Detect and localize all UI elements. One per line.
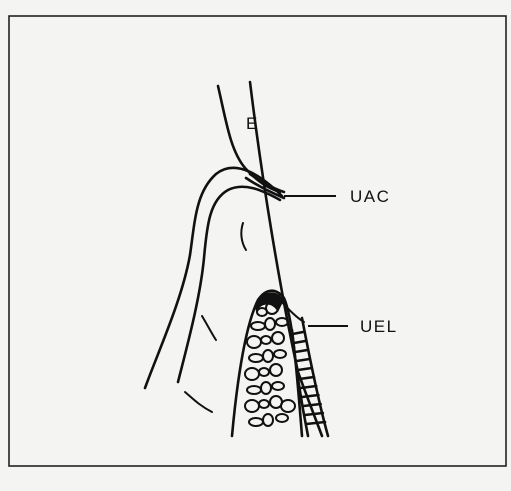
bone-cell — [281, 400, 295, 412]
ligament-fibre — [306, 422, 325, 424]
ligament-fibre — [302, 395, 318, 397]
tooth-surface-right — [250, 82, 322, 436]
ligament-fibre — [294, 341, 305, 343]
lower-junction-label: UEL — [360, 317, 398, 336]
bone-cell — [270, 364, 282, 376]
ligament-fibre — [297, 359, 310, 361]
ligament-fibre — [305, 413, 323, 415]
bone-cell — [249, 354, 263, 362]
bone-cell — [251, 322, 265, 330]
bone-cell — [247, 336, 261, 348]
upper-junction-label: UAC — [350, 187, 390, 206]
bone-cell — [263, 414, 273, 426]
enamel-label: E — [246, 114, 259, 133]
cancellous-bone-pattern — [245, 302, 295, 426]
fibre-stroke-2 — [202, 316, 216, 340]
fibre-stroke-3 — [185, 392, 212, 412]
bone-cell — [259, 400, 269, 408]
bone-cell — [261, 382, 271, 394]
bone-cell — [245, 368, 259, 380]
fibre-stroke-1 — [241, 223, 246, 250]
bone-cell — [274, 350, 286, 358]
bone-cell — [265, 318, 275, 330]
bone-cell — [272, 332, 284, 344]
ligament-fibre — [295, 350, 307, 352]
bone-cell — [249, 418, 263, 426]
bone-cell — [276, 414, 288, 422]
bone-cell — [247, 386, 261, 394]
bone-cell — [261, 336, 271, 344]
tooth-surface-left — [218, 86, 280, 192]
ligament-fibre — [298, 368, 312, 370]
diagram-frame — [9, 16, 506, 466]
bone-cell — [276, 318, 288, 326]
bone-cell — [263, 350, 273, 362]
bone-cell — [272, 382, 284, 390]
bone-cell — [245, 400, 259, 412]
ligament-fibre — [293, 332, 303, 334]
ligament-fibre — [303, 404, 320, 406]
bone-cell — [259, 368, 269, 376]
ligament-fibre — [299, 377, 314, 379]
